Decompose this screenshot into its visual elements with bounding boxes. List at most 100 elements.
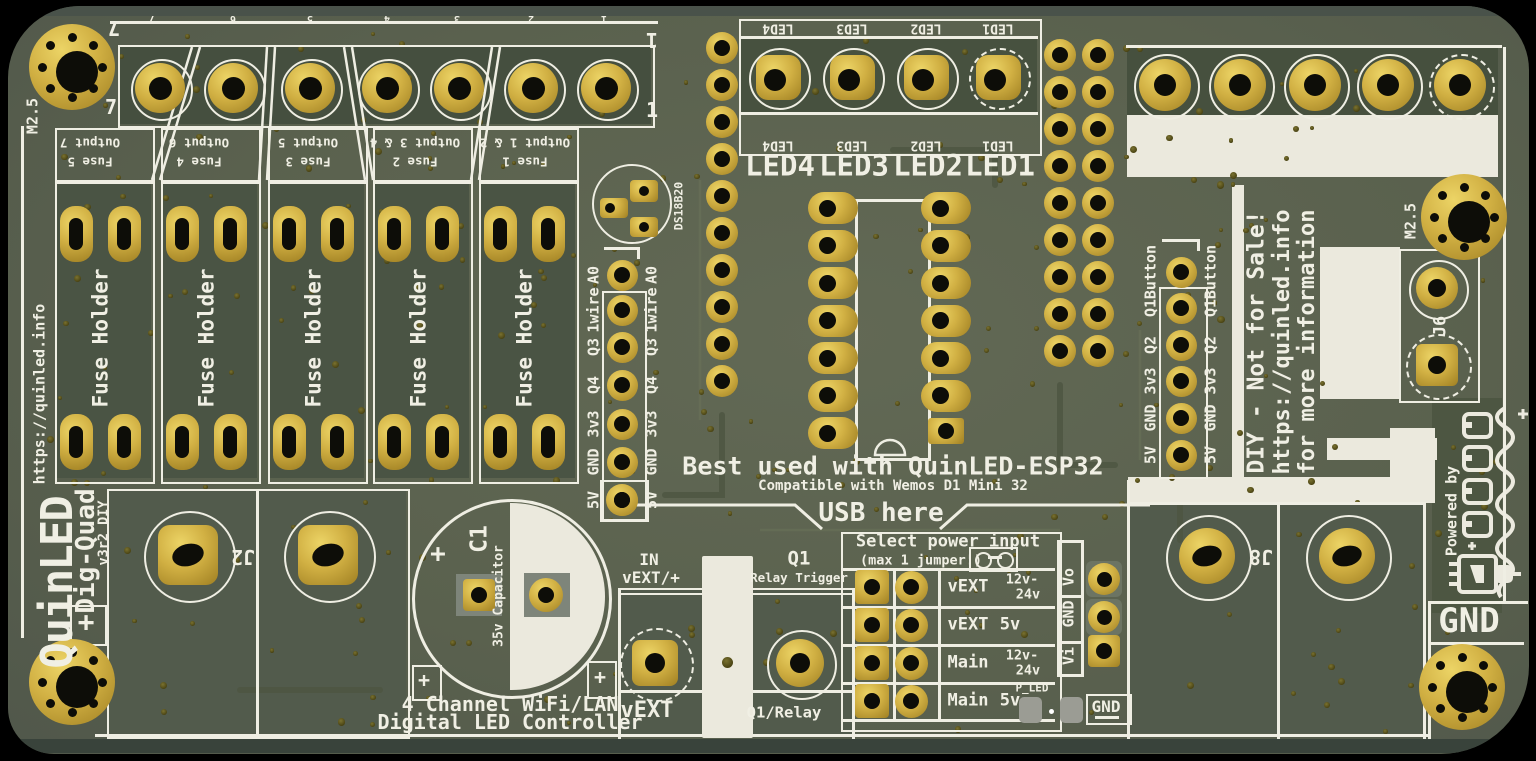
pad-ring <box>974 551 992 569</box>
pad-slot <box>541 218 555 250</box>
pin-label: 5V <box>642 490 661 510</box>
silk-line <box>110 21 658 24</box>
via <box>775 628 783 636</box>
via <box>370 31 375 36</box>
via <box>566 720 572 725</box>
via <box>531 302 538 309</box>
power-row-name: vEXT <box>947 614 989 635</box>
pad-hole <box>1052 158 1068 174</box>
pad-hole <box>471 587 487 603</box>
pin-label: A0 <box>584 265 603 285</box>
pad-hole <box>1052 195 1068 211</box>
led-label: LED3 <box>819 148 889 183</box>
via <box>541 161 546 167</box>
via <box>459 257 466 263</box>
pin-label: 1wire <box>642 287 661 333</box>
pad-slot <box>223 218 237 250</box>
pad-ring <box>281 59 343 121</box>
via <box>386 550 391 555</box>
via <box>228 369 235 376</box>
via <box>895 401 900 407</box>
plus-mark: + <box>593 665 607 689</box>
pad-hole <box>46 698 56 708</box>
copper-pour <box>8 739 1529 753</box>
via <box>538 268 544 275</box>
silk-box <box>161 180 261 484</box>
silk-line <box>938 568 941 721</box>
via <box>1022 181 1027 186</box>
silk-line <box>841 568 1055 571</box>
diy-note: https://quinled.info <box>1270 209 1295 475</box>
pin-label: 5V <box>1201 445 1220 465</box>
pad-hole <box>447 76 471 100</box>
pad-ring <box>996 551 1014 569</box>
via <box>305 165 313 172</box>
via <box>1352 105 1360 113</box>
via <box>1021 630 1029 638</box>
via <box>811 87 819 95</box>
pad-ring <box>767 630 837 700</box>
pad-hole <box>1480 191 1490 201</box>
pad-hole <box>1096 571 1112 587</box>
via <box>1227 612 1233 618</box>
silk-line <box>1423 502 1426 753</box>
smd-pad <box>1019 697 1042 723</box>
pad-hole <box>88 83 98 93</box>
via <box>1450 445 1456 451</box>
via <box>353 651 358 657</box>
pad-ring <box>897 48 959 110</box>
via <box>1327 663 1335 671</box>
via <box>1195 108 1203 116</box>
pad-hole <box>67 32 77 42</box>
via <box>978 623 984 628</box>
via <box>567 134 572 139</box>
mount-label: M2.5 <box>1401 202 1420 240</box>
via <box>1279 82 1285 87</box>
pad-ring <box>1306 515 1392 601</box>
gnd-big-label: GND <box>1438 601 1500 641</box>
via <box>1129 146 1137 154</box>
via <box>370 694 376 700</box>
pad-slot <box>330 218 344 250</box>
silk-circle <box>592 164 672 244</box>
via <box>1206 464 1213 472</box>
via <box>512 160 517 165</box>
pin-label: A0 <box>642 265 661 285</box>
via <box>853 458 860 465</box>
pad-hole <box>1377 74 1399 96</box>
silk-line <box>21 126 24 638</box>
pin-label: Button <box>1141 244 1160 300</box>
silk-line <box>852 588 855 740</box>
power-row-name: Main <box>947 690 989 711</box>
pin-label: 5V <box>1141 445 1160 465</box>
silk-box <box>841 532 1062 732</box>
ic-outline <box>855 199 931 461</box>
pad-hole <box>1428 356 1446 374</box>
via <box>124 547 132 555</box>
via <box>234 292 241 299</box>
led-label: LED2 <box>910 20 942 36</box>
via <box>181 288 188 295</box>
via <box>500 164 506 169</box>
via <box>497 332 505 340</box>
via <box>874 506 880 512</box>
via <box>1445 629 1451 635</box>
via <box>359 616 366 623</box>
pad-ring <box>749 48 811 110</box>
silk-box <box>118 45 655 128</box>
pin-label: 5V <box>584 490 603 510</box>
q1-sub-label: Relay Trigger <box>750 569 848 585</box>
mount-label: M2.5 <box>23 97 42 135</box>
pad-slot <box>330 426 344 458</box>
via <box>1154 402 1159 408</box>
pin-label: Q4 <box>642 375 661 395</box>
via <box>358 406 366 414</box>
via <box>1137 46 1144 53</box>
pad-hole <box>1173 264 1189 280</box>
pad-slot <box>282 426 296 458</box>
pad-slot <box>175 426 189 458</box>
vio-label: GND <box>1059 600 1078 628</box>
pad-hole <box>714 299 730 315</box>
terminal-end: 1 <box>645 98 659 122</box>
pin-label: GND <box>642 448 661 476</box>
